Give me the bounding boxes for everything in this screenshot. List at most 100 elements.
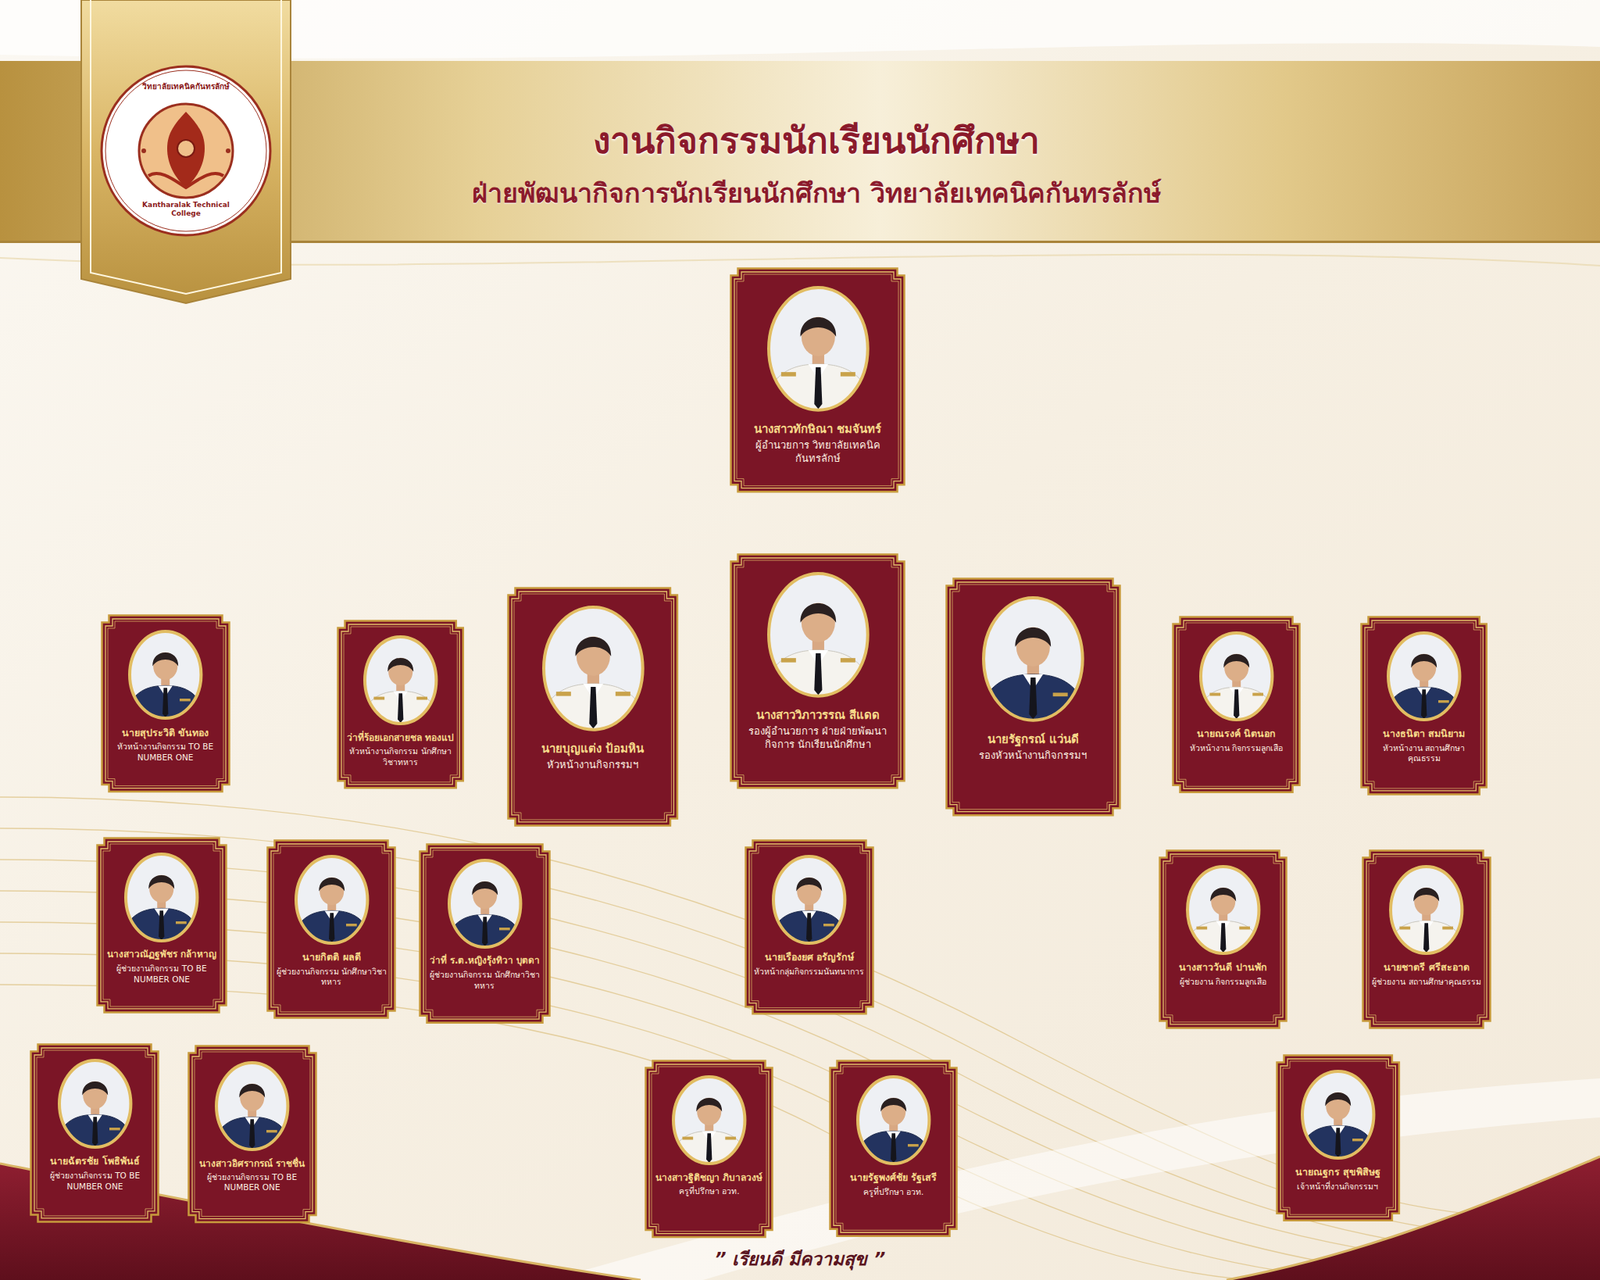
card-inner-line bbox=[1368, 856, 1485, 1022]
portrait-figure bbox=[770, 876, 848, 946]
portrait-figure bbox=[361, 657, 440, 727]
portrait-figure bbox=[446, 881, 524, 950]
card-outline bbox=[419, 843, 550, 1022]
portrait-tie bbox=[158, 910, 165, 940]
position-title: หัวหน้างาน สถานศึกษาคุณธรรม bbox=[1369, 742, 1479, 765]
card-text: นายณรงค์ นิตนอกหัวหน้างาน กิจกรรมลูกเสือ bbox=[1171, 727, 1301, 754]
card-inner-line bbox=[107, 621, 224, 786]
position-title: รองหัวหน้างานกิจกรรมฯ bbox=[954, 749, 1112, 763]
white-sweep bbox=[546, 1078, 1600, 1280]
org-card: นางสาวฐิติชญา ภิบาลวงษ์ครูที่ปรึกษา อวท. bbox=[644, 1059, 774, 1239]
card-text: นายสุประวิติ ขันทองหัวหน้างานกิจกรรม TO … bbox=[100, 726, 231, 764]
name-badge bbox=[179, 699, 191, 702]
position-title: รองผู้อำนวยการ ฝ่ายฝ่ายพัฒนากิจการ นักเร… bbox=[739, 725, 897, 752]
uniform-epaulette bbox=[839, 657, 855, 662]
name-badge bbox=[346, 923, 358, 926]
portrait-head bbox=[1411, 653, 1436, 682]
photo-ring bbox=[1302, 1071, 1374, 1158]
card-text: ว่าที่ ร.ต.หญิงรุ้งทิวา บุตดาผู้ช่วยงานก… bbox=[418, 954, 551, 991]
org-card: นายฉัตรชัย โพธิพันธ์ผู้ช่วยงานกิจกรรม TO… bbox=[29, 1042, 160, 1223]
uniform-epaulette bbox=[780, 371, 796, 376]
portrait-hair bbox=[696, 1097, 722, 1111]
person-name: นายรัฐกรณ์ แว่นดี bbox=[954, 731, 1112, 747]
portrait-figure bbox=[213, 1082, 291, 1152]
photo-ground bbox=[1187, 866, 1259, 954]
portrait-photo bbox=[213, 1059, 291, 1153]
person-name: นายณรงค์ นิตนอก bbox=[1181, 727, 1292, 741]
position-title: หัวหน้างานกิจกรรม นักศึกษาวิชาทหาร bbox=[346, 746, 455, 768]
card-text: ว่าที่ร้อยเอกสายชล ทองแปหัวหน้างานกิจกรร… bbox=[336, 731, 465, 768]
position-title: ผู้ช่วยงานกิจกรรม TO BE NUMBER ONE bbox=[105, 963, 218, 985]
portrait-tie bbox=[890, 1132, 897, 1163]
portrait-hair bbox=[1413, 887, 1440, 901]
portrait-hair bbox=[318, 877, 345, 891]
photo-ring bbox=[673, 1076, 745, 1164]
position-title: ผู้ช่วยงานกิจกรรม นักศึกษาวิชาทหาร bbox=[275, 966, 387, 988]
position-title: ผู้ช่วยงาน กิจกรรมลูกเสือ bbox=[1167, 976, 1279, 988]
card-inner-line bbox=[273, 846, 390, 1012]
portrait-photo bbox=[670, 1073, 748, 1167]
uniform-epaulette bbox=[725, 1136, 736, 1140]
portrait-figure bbox=[765, 317, 872, 414]
org-card: นายณรงค์ นิตนอกหัวหน้างาน กิจกรรมลูกเสือ bbox=[1171, 615, 1301, 793]
portrait-hair bbox=[800, 317, 836, 337]
photo-ground bbox=[543, 607, 643, 730]
org-card: นายชาตรี ศรีสะอาดผู้ช่วยงาน สถานศึกษาคุณ… bbox=[1361, 849, 1492, 1029]
card-text: นางสาววันดี ปานพักผู้ช่วยงาน กิจกรรมลูกเ… bbox=[1158, 960, 1288, 987]
portrait-figure bbox=[1387, 887, 1465, 957]
photo-ring bbox=[125, 853, 197, 941]
position-title: ครูที่ปรึกษา อวท. bbox=[653, 1185, 765, 1197]
portrait-tie bbox=[589, 686, 597, 729]
portrait-photo bbox=[540, 603, 647, 733]
card-inner-line bbox=[36, 1050, 153, 1216]
person-name: นายเรืองยศ อรัญรักษ์ bbox=[753, 950, 865, 965]
card-inner-line bbox=[1364, 620, 1483, 791]
logo-emblem-core bbox=[177, 139, 195, 158]
card-outline bbox=[338, 620, 464, 788]
portrait-hair bbox=[1015, 627, 1052, 647]
uniform-epaulette bbox=[1209, 692, 1221, 696]
card-outline bbox=[101, 615, 229, 793]
portrait-photo bbox=[292, 853, 371, 947]
card-outline bbox=[267, 839, 396, 1018]
card-outline bbox=[745, 839, 873, 1014]
card-inner-line bbox=[425, 850, 544, 1017]
card-text: นางสาวฐิติชญา ภิบาลวงษ์ครูที่ปรึกษา อวท. bbox=[644, 1171, 774, 1197]
gold-line bbox=[0, 859, 1600, 1262]
card-text: นางสาวอิศรากรณ์ ราชชื่นผู้ช่วยงานกิจกรรม… bbox=[187, 1157, 318, 1193]
portrait-photo bbox=[126, 628, 204, 722]
portrait-hair bbox=[1325, 1092, 1351, 1106]
portrait-tie bbox=[814, 653, 822, 695]
portrait-head bbox=[1325, 1092, 1350, 1121]
person-name: นายฉัตรชัย โพธิพันธ์ bbox=[39, 1154, 150, 1168]
card-outline bbox=[1159, 850, 1286, 1028]
uniform-epaulette bbox=[614, 691, 630, 696]
portrait-photo bbox=[1387, 863, 1465, 957]
portrait-hair bbox=[239, 1083, 265, 1097]
person-name: นายบุญแต่ง ป้อมหิน bbox=[516, 740, 669, 757]
card-inner-line bbox=[34, 1047, 155, 1218]
logo-dot bbox=[225, 148, 231, 154]
card-text: นางสาววิภาวรรณ สีแดดรองผู้อำนวยการ ฝ่ายฝ… bbox=[729, 707, 906, 752]
name-badge bbox=[499, 927, 511, 930]
portrait-figure bbox=[122, 875, 200, 944]
person-name: ว่าที่ ร.ต.หญิงรุ้งทิวา บุตดา bbox=[428, 954, 542, 968]
org-card: ว่าที่ ร.ต.หญิงรุ้งทิวา บุตดาผู้ช่วยงานก… bbox=[418, 842, 551, 1024]
card-inner-line bbox=[271, 843, 392, 1015]
portrait-figure bbox=[1299, 1092, 1377, 1161]
portrait-photo bbox=[980, 594, 1086, 724]
photo-ground bbox=[768, 573, 868, 697]
portrait-figure bbox=[980, 627, 1086, 724]
card-inner-line bbox=[651, 1066, 767, 1232]
page-subtitle: ฝ่ายพัฒนากิจการนักเรียนนักศึกษา วิทยาลัย… bbox=[347, 175, 1286, 211]
photo-ground bbox=[768, 287, 868, 411]
position-title: ครูที่ปรึกษา อวท. bbox=[838, 1186, 949, 1198]
portrait-tie bbox=[1423, 922, 1429, 953]
gold-line bbox=[0, 984, 1250, 1280]
portrait-hair bbox=[471, 881, 498, 895]
portrait-photo bbox=[854, 1073, 933, 1167]
portrait-hair bbox=[149, 875, 175, 889]
photo-ground bbox=[296, 856, 368, 943]
photo-ground bbox=[673, 1076, 745, 1164]
portrait-photo bbox=[1299, 1067, 1377, 1161]
